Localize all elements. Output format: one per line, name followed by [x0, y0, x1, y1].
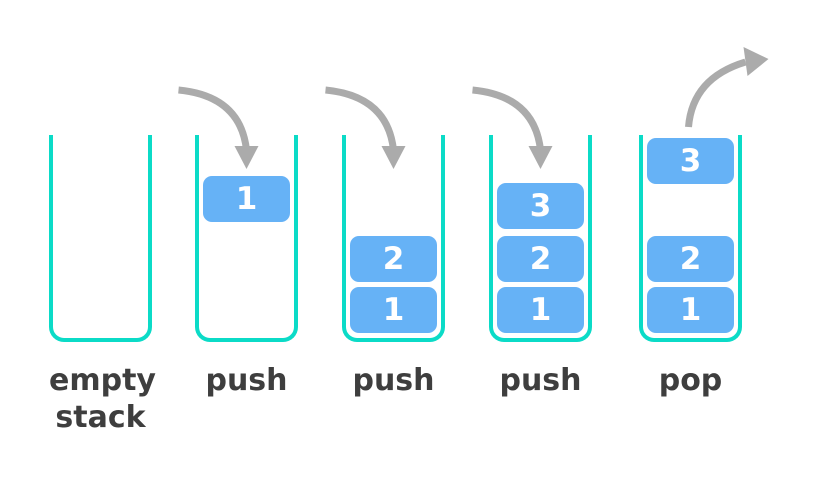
stage-label-line: push [352, 363, 435, 398]
stack-item: 1 [497, 287, 584, 333]
stack-item: 3 [647, 138, 734, 184]
stage-label: push [195, 362, 298, 399]
stack-container-push-1: 1 [195, 135, 298, 342]
stack-item: 2 [497, 236, 584, 282]
stage-label: push [342, 362, 445, 399]
stage-label-line: empty [49, 363, 156, 398]
stage-label-line: stack [55, 400, 146, 435]
stack-item: 1 [647, 287, 734, 333]
stack-container-pop: 3 2 1 [639, 135, 742, 342]
stack-container-empty-stack [49, 135, 152, 342]
stack-item: 2 [350, 236, 437, 282]
stage-label-line: push [205, 363, 288, 398]
stack-item: 3 [497, 183, 584, 229]
stage-label-line: pop [658, 363, 723, 398]
stack-container-push-3: 3 2 1 [489, 135, 592, 342]
stack-item: 1 [203, 176, 290, 222]
stage-label: push [489, 362, 592, 399]
stage-label: pop [639, 362, 742, 399]
stack-item: 2 [647, 236, 734, 282]
stage-pop: 3 2 1 pop [639, 0, 742, 482]
stack-item: 1 [350, 287, 437, 333]
stage-push-3: 3 2 1 push [489, 0, 592, 482]
stage-push-1: 1 push [195, 0, 298, 482]
stage-label-line: push [499, 363, 582, 398]
